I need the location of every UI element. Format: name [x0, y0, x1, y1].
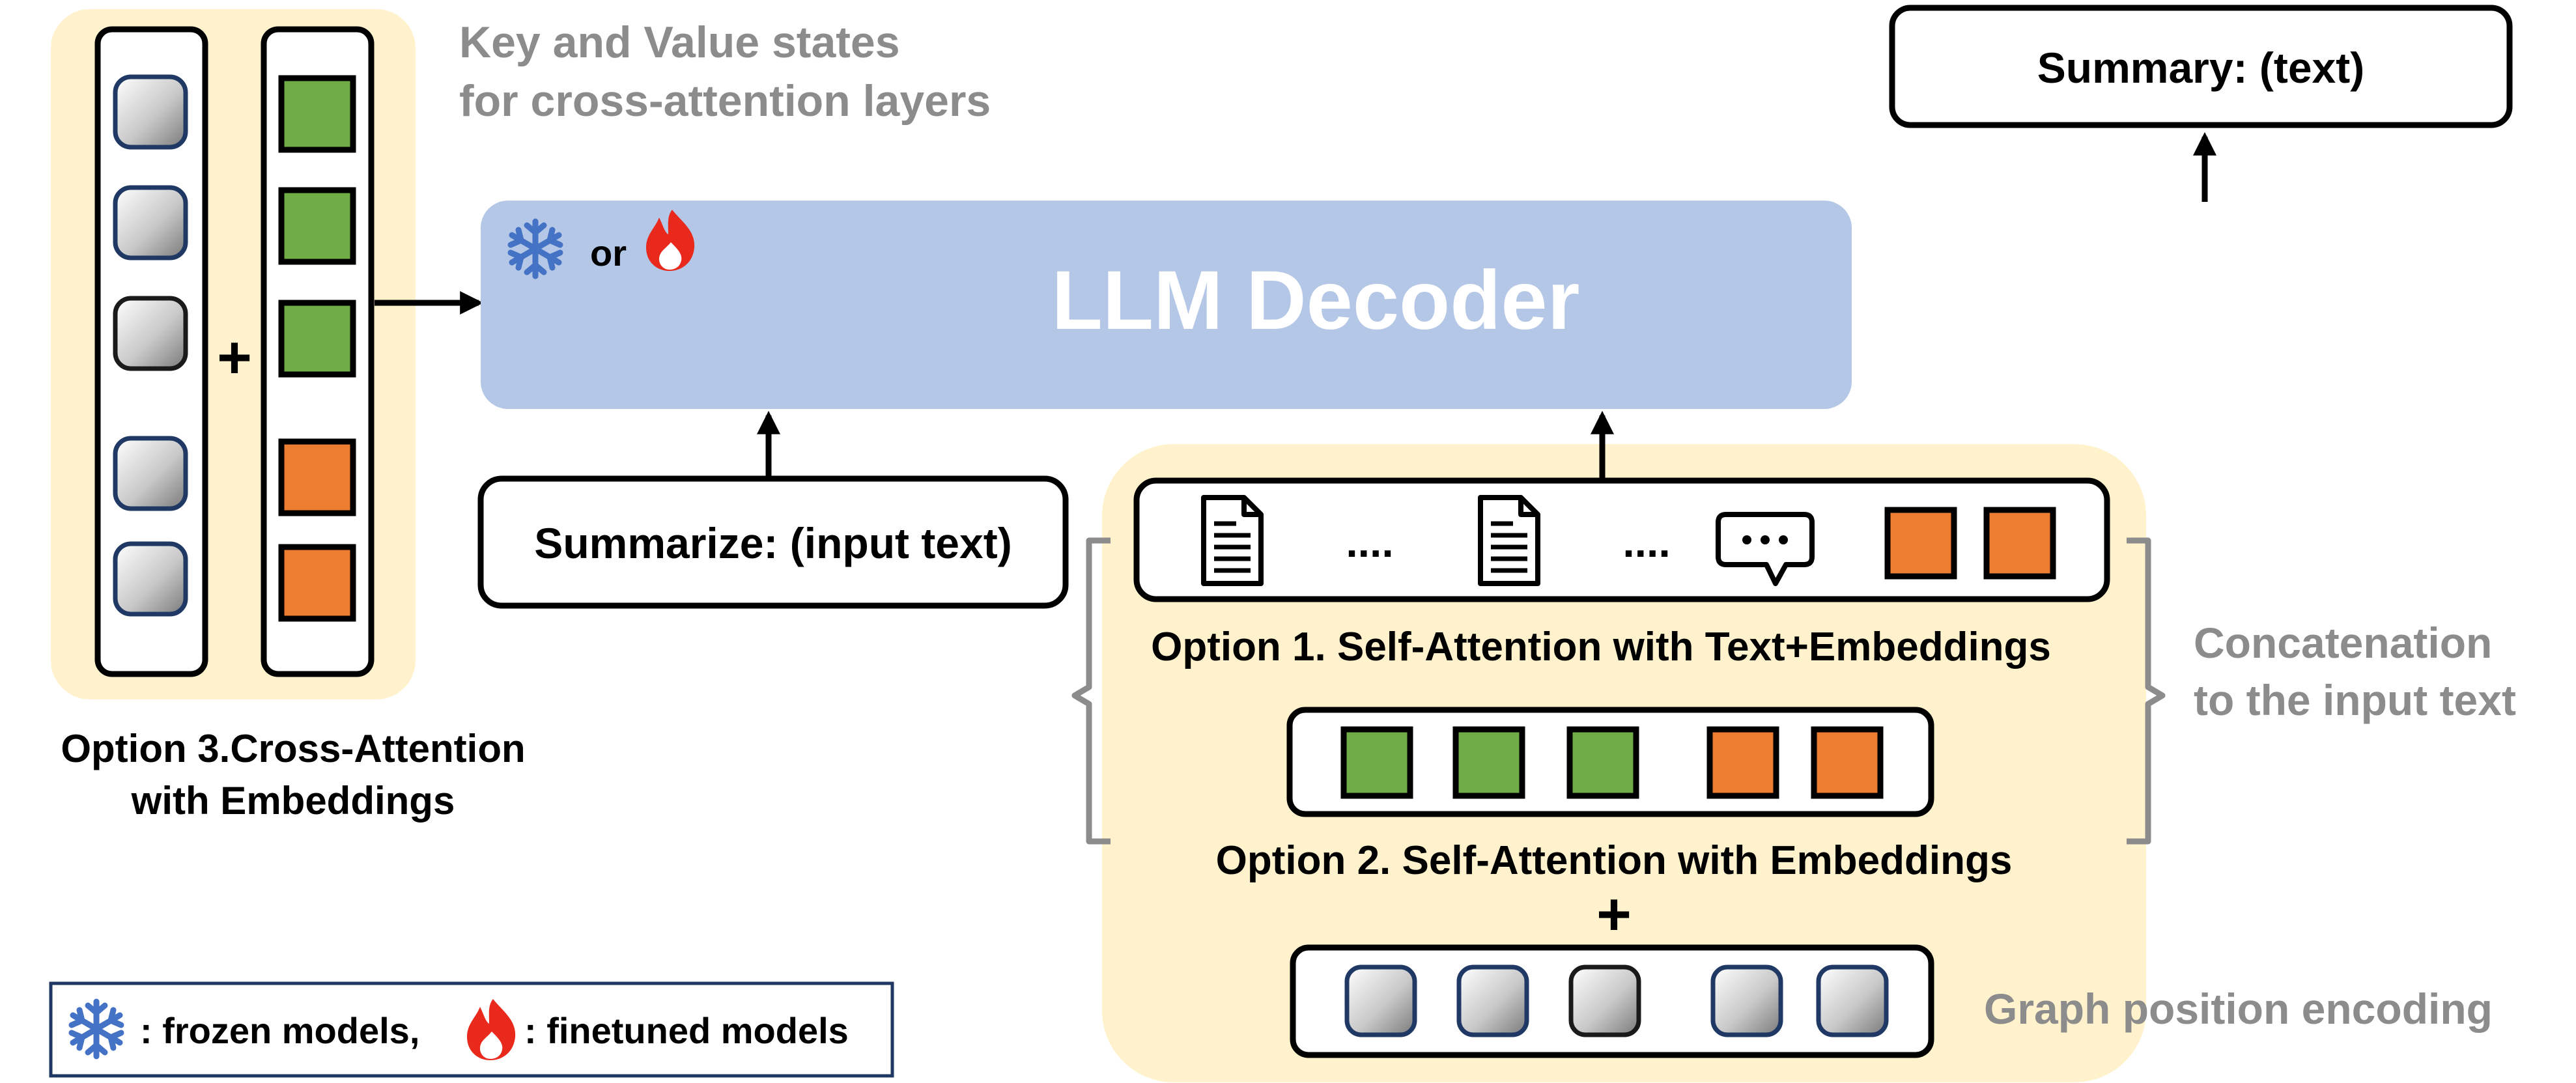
- or-word: or: [590, 232, 627, 274]
- kv-caption-line1: Key and Value states: [459, 18, 900, 67]
- kv-caption-line2: for cross-attention layers: [459, 76, 991, 126]
- option2-embeddings: [1340, 726, 1884, 799]
- graph-pe-caption: Graph position encoding: [1984, 985, 2493, 1033]
- summary-output-box: [1889, 5, 2513, 128]
- option1-dots-2: ....: [1622, 518, 1670, 566]
- option1-embedding: [1983, 507, 2056, 580]
- left-brace: [1071, 537, 1111, 845]
- llm-decoder: [481, 201, 1852, 409]
- graph-pe-cells: [1344, 964, 1889, 1037]
- legend-frozen: : frozen models,: [140, 1010, 419, 1051]
- option2-plus: +: [1596, 881, 1632, 948]
- option3-plus: +: [217, 324, 252, 391]
- prompt-input-text: Summarize: (input text): [534, 519, 1012, 567]
- option1-embedding: [1884, 507, 1957, 580]
- option3-label-line1: Option 3.Cross-Attention: [61, 727, 525, 770]
- document-icon: [1480, 498, 1538, 584]
- option3-embeddings: [278, 75, 356, 622]
- document-icon: [1204, 498, 1261, 584]
- option1-row: [1133, 477, 2110, 602]
- option3-label-line2: with Embeddings: [131, 779, 455, 823]
- concat-caption-line1: Concatenation: [2194, 619, 2492, 667]
- chat-bubble-icon: [1716, 512, 1815, 586]
- option1-dots-1: ....: [1346, 518, 1393, 566]
- option2-label: Option 2. Self-Attention with Embeddings: [1216, 838, 2013, 883]
- prompt-input-box: [477, 475, 1069, 609]
- decoder-title: LLM Decoder: [1052, 254, 1580, 347]
- right-brace: [2127, 537, 2166, 845]
- option3-pos-encodings: [113, 74, 188, 617]
- legend-finetuned: : finetuned models: [524, 1010, 849, 1051]
- summary-output-text: Summary: (text): [2037, 44, 2364, 92]
- concat-caption-line2: to the input text: [2194, 676, 2516, 724]
- option1-label: Option 1. Self-Attention with Text+Embed…: [1151, 625, 2051, 669]
